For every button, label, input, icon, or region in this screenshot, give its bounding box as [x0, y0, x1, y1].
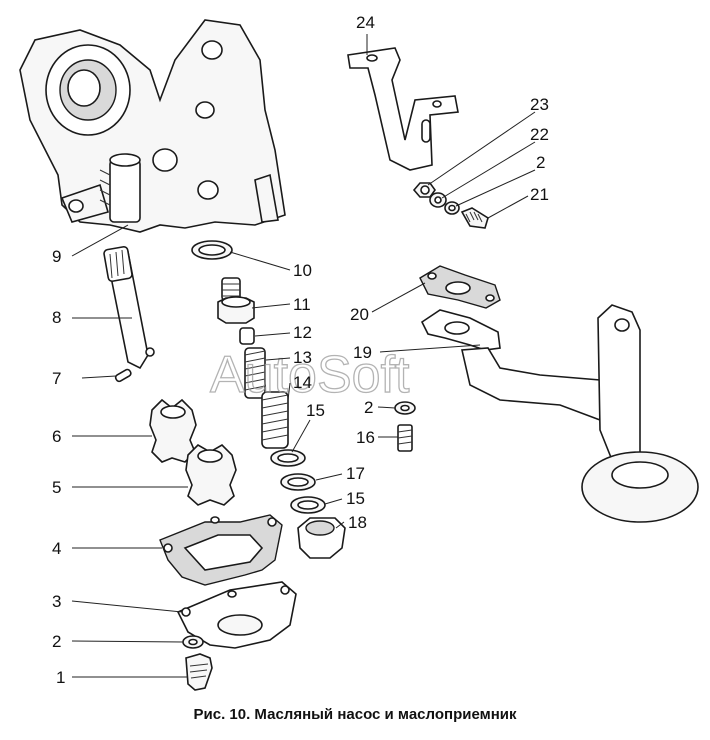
label-9: 9 — [52, 247, 61, 266]
part-10-gasket-ring — [191, 240, 233, 260]
label-17: 17 — [346, 464, 365, 483]
part-2-washer-bottom — [182, 635, 204, 649]
label-12: 12 — [293, 323, 312, 342]
label-11: 11 — [293, 295, 311, 314]
label-23: 23 — [530, 95, 549, 114]
label-2-bottom: 2 — [52, 632, 61, 651]
part-8-drive-shaft — [103, 245, 155, 370]
leader-lines — [71, 34, 536, 678]
part-16-bolt — [397, 424, 413, 452]
label-13: 13 — [293, 348, 312, 367]
label-2-top: 2 — [536, 153, 545, 172]
engine-block-housing — [19, 19, 286, 233]
label-16: 16 — [356, 428, 375, 447]
label-18: 18 — [348, 513, 367, 532]
part-7-pin — [114, 368, 132, 383]
label-22: 22 — [530, 125, 549, 144]
part-13-spring — [244, 347, 266, 399]
label-21: 21 — [530, 185, 549, 204]
part-5-gear — [185, 443, 237, 506]
part-labels: 24 23 22 2 21 9 10 11 12 13 14 15 8 20 1… — [52, 13, 549, 687]
part-15-washer-upper — [270, 449, 306, 467]
label-2-pickup: 2 — [364, 398, 373, 417]
part-17-washer — [280, 473, 316, 491]
label-5: 5 — [52, 478, 61, 497]
part-18-cap-nut — [297, 517, 346, 559]
label-14: 14 — [293, 373, 312, 392]
label-20: 20 — [350, 305, 369, 324]
label-7: 7 — [52, 369, 61, 388]
part-19-oil-pickup — [420, 304, 699, 523]
part-15-washer-lower — [290, 496, 326, 514]
part-24-bracket — [347, 47, 459, 171]
part-21-bolt — [460, 207, 489, 229]
figure-caption: Рис. 10. Масляный насос и маслоприемник — [193, 706, 517, 723]
part-12-plunger — [239, 327, 255, 345]
watermark-text: AutoSoft — [210, 346, 410, 404]
part-14-spring — [261, 391, 289, 449]
label-4: 4 — [52, 539, 61, 558]
part-1-bolt — [185, 653, 213, 691]
label-1: 1 — [56, 668, 65, 687]
part-4-gasket — [159, 514, 283, 586]
label-6: 6 — [52, 427, 61, 446]
label-8: 8 — [52, 308, 61, 327]
part-23-nut — [412, 182, 436, 198]
label-15-upper: 15 — [306, 401, 325, 420]
label-24: 24 — [356, 13, 375, 32]
label-19: 19 — [353, 343, 372, 362]
part-22-washer — [429, 192, 447, 208]
part-11-fitting — [217, 277, 255, 324]
label-15-lower: 15 — [346, 489, 365, 508]
label-10: 10 — [293, 261, 312, 280]
label-3: 3 — [52, 592, 61, 611]
part-20-flange-gasket — [419, 265, 501, 309]
part-2-spring-washer-top — [444, 201, 460, 215]
part-6-gear — [149, 398, 197, 463]
